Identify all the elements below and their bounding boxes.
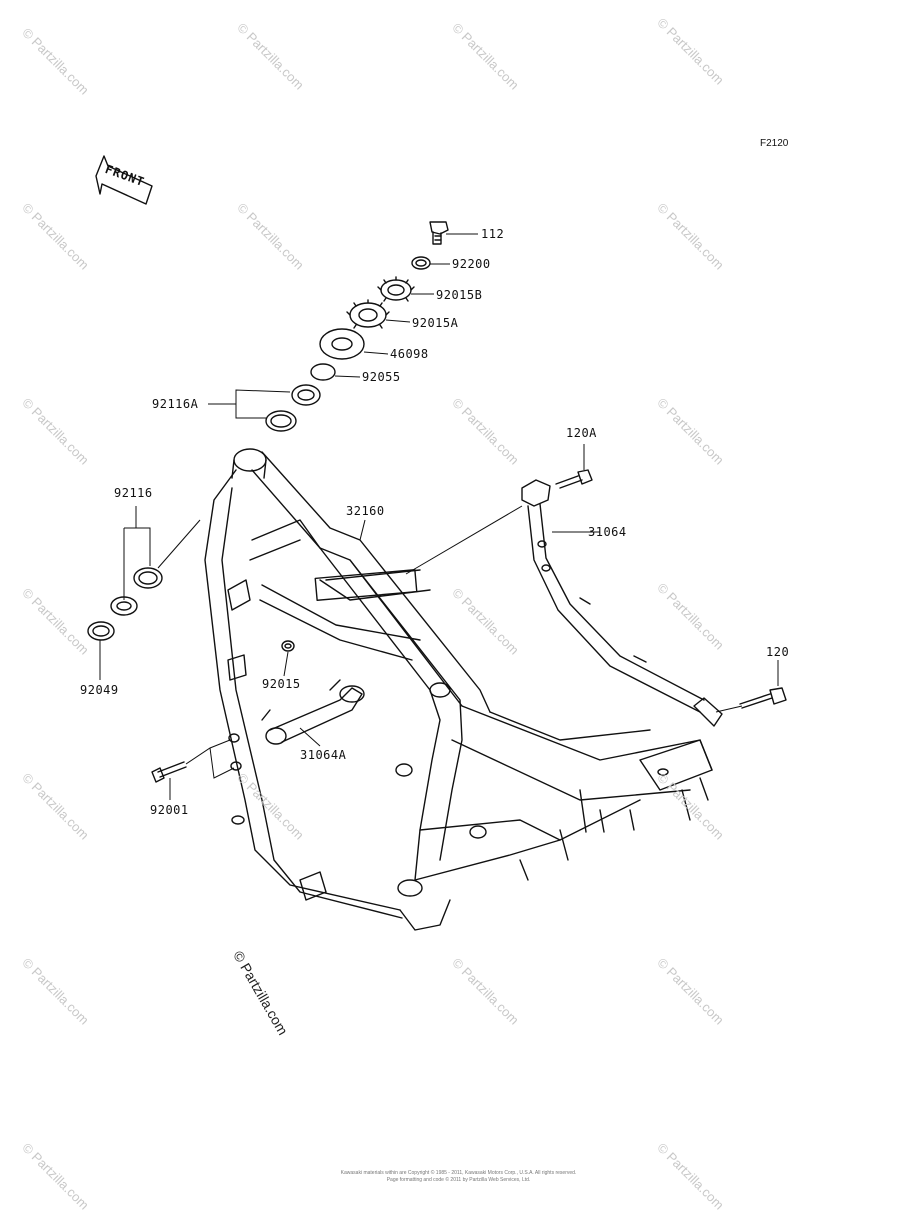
bearing-92116A-bottom	[265, 410, 297, 432]
part-label-92200[interactable]: 92200	[452, 257, 491, 271]
part-label-112[interactable]: 112	[481, 227, 505, 241]
bolt-92001	[151, 733, 242, 783]
part-label-92015B[interactable]: 92015B	[436, 288, 483, 302]
part-label-32160[interactable]: 32160	[346, 504, 385, 518]
oring-92055	[310, 363, 336, 381]
part-label-92055[interactable]: 92055	[362, 370, 401, 384]
front-arrow-icon	[95, 155, 153, 205]
stem-bolt-112	[429, 221, 449, 245]
locknut-92015A	[346, 299, 390, 329]
copyright-line-2: Page formatting and code © 2011 by Partz…	[386, 1177, 531, 1183]
seal-92049	[87, 621, 115, 641]
part-label-92116A[interactable]: 92116A	[152, 397, 199, 411]
part-label-46098[interactable]: 46098	[390, 347, 429, 361]
part-label-120A[interactable]: 120A	[566, 426, 597, 440]
diagram-code: F2120	[760, 138, 789, 149]
down-tube-31064	[521, 479, 723, 727]
part-label-31064A[interactable]: 31064A	[300, 748, 347, 762]
part-label-92015A[interactable]: 92015A	[412, 316, 459, 330]
bolt-120A	[555, 469, 593, 489]
copyright-line-1: Kawasaki materials within are Copyright …	[340, 1170, 577, 1176]
part-label-120[interactable]: 120	[766, 645, 790, 659]
bracket-31064A	[261, 679, 365, 745]
part-label-92049[interactable]: 92049	[80, 683, 119, 697]
part-label-92015[interactable]: 92015	[262, 677, 301, 691]
nut-92015	[281, 640, 295, 652]
part-label-92001[interactable]: 92001	[150, 803, 189, 817]
cap-46098	[319, 328, 365, 360]
part-label-31064[interactable]: 31064	[588, 525, 627, 539]
locknut-92015B	[377, 276, 415, 302]
washer-92200	[411, 256, 431, 270]
bearing-92116	[133, 567, 163, 589]
bolt-120	[739, 687, 787, 709]
bearing-92116A-top	[291, 384, 321, 406]
part-label-92116[interactable]: 92116	[114, 486, 153, 500]
